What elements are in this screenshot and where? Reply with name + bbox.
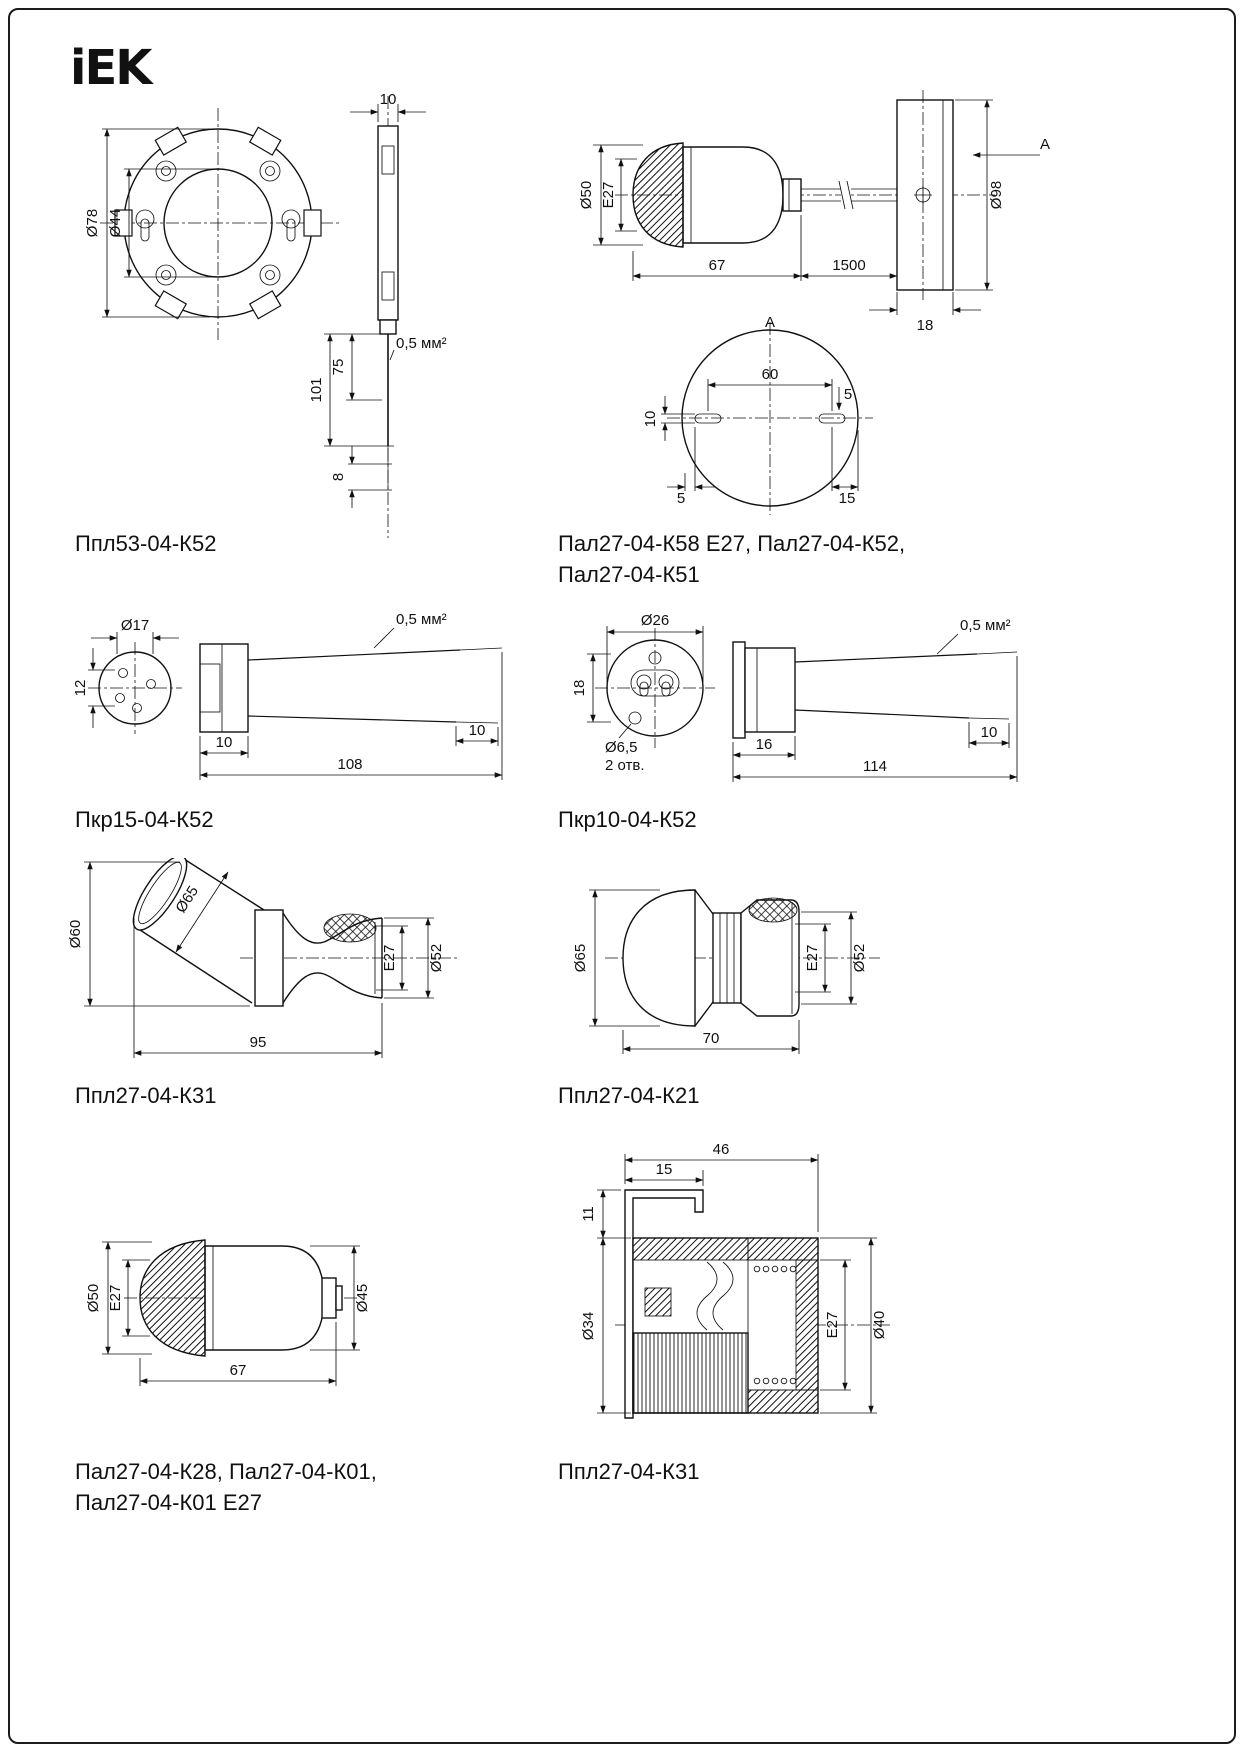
- dim-label: 46: [713, 1141, 730, 1158]
- socket-front-view: Ø26 18 Ø6,5 2 отв.: [571, 612, 715, 774]
- drawing-pal27-04-k28: Ø50 E27 Ø45 67: [85, 1239, 371, 1386]
- dim-label: 60: [762, 366, 779, 383]
- dim-label: Ø78: [84, 209, 101, 237]
- dim-label: 15: [839, 490, 856, 507]
- dim-label: 101: [308, 377, 325, 402]
- socket-front-view: Ø17 12: [72, 617, 182, 734]
- socket-side-view: 10 108 10 0,5 мм²: [199, 611, 503, 780]
- drawing-pal27-04-k58: A Ø50 E27 Ø98 67 1500 18 A 60 5 10 5 15: [578, 90, 1050, 515]
- dim-label: Ø26: [641, 612, 669, 629]
- dim-label: 10: [216, 734, 233, 751]
- dim-label: Ø44: [107, 209, 124, 237]
- dim-label: Ø40: [871, 1311, 888, 1339]
- dim-label: Ø98: [988, 181, 1005, 209]
- caption-line-1: Пал27-04-К58 Е27, Пал27-04-К52,: [558, 531, 906, 556]
- page-border: [8, 8, 1236, 1744]
- dim-label: E27: [804, 945, 821, 972]
- dim-label: 10: [981, 724, 998, 741]
- dim-label: 15: [656, 1161, 673, 1178]
- caption-pkr10-04-k52: Пкр10-04-К52: [558, 807, 697, 832]
- dim-label: 18: [917, 317, 934, 334]
- wire-spec-label: 0,5 мм²: [396, 335, 447, 352]
- dim-label: E27: [107, 1285, 124, 1312]
- caption-ppl53-04-k52: Ппл53-04-К52: [75, 531, 217, 556]
- dim-label: 18: [571, 680, 588, 697]
- dim-label: E27: [381, 945, 398, 972]
- dim-label: 1500: [832, 257, 865, 274]
- lampholder-side-view: Ø50 E27 Ø45 67: [85, 1239, 371, 1386]
- dim-label: 5: [844, 386, 852, 403]
- iek-logo: iEK: [70, 40, 152, 96]
- caption-ppl27-04-k31-section: Ппл27-04-К31: [558, 1459, 700, 1484]
- wire-spec-label: 0,5 мм²: [396, 611, 447, 628]
- drawing-pkr10-04-k52: Ø26 18 Ø6,5 2 отв. 16 114 10 0,5 мм²: [571, 612, 1018, 782]
- drawing-ppl27-04-k21: Ø65 E27 Ø52 70: [572, 889, 880, 1054]
- pendant-side-view: A Ø50 E27 Ø98 67 1500 18: [578, 90, 1050, 334]
- dim-label: Ø50: [85, 1284, 102, 1312]
- caption-ppl27-04-k21: Ппл27-04-К21: [558, 1083, 700, 1108]
- dim-label: 67: [709, 257, 726, 274]
- dim-label: 11: [580, 1206, 597, 1222]
- section-view: 46 15 11 Ø34 E27 Ø40: [580, 1141, 890, 1419]
- caption-pal27-04-k58: Пал27-04-К58 Е27, Пал27-04-К52, Пал27-04…: [558, 528, 905, 590]
- dim-label: 16: [756, 736, 773, 753]
- flange-front-view: Ø78 Ø44: [84, 108, 340, 340]
- dim-label: 10: [469, 722, 486, 739]
- dim-label: Ø52: [428, 944, 445, 972]
- keyhole-slots: [135, 209, 301, 242]
- hole-dim-label: Ø6,5: [605, 739, 638, 756]
- dim-label: 8: [330, 473, 347, 481]
- dim-label: 5: [677, 490, 685, 507]
- dim-label: Ø60: [67, 920, 84, 948]
- wire-spec-label: 0,5 мм²: [960, 617, 1011, 634]
- dim-label: Ø17: [121, 617, 149, 634]
- dim-label: 10: [642, 411, 659, 428]
- view-label: A: [1040, 136, 1050, 153]
- hole-count-label: 2 отв.: [605, 757, 645, 774]
- dim-label: E27: [824, 1312, 841, 1339]
- drawing-ppl27-04-k31-section: 46 15 11 Ø34 E27 Ø40: [580, 1141, 890, 1419]
- dim-label: 75: [330, 359, 347, 376]
- dim-label: 70: [703, 1030, 720, 1047]
- drawing-pkr15-04-k52: Ø17 12 10 108 10 0,5 мм²: [72, 611, 503, 780]
- caption-pkr15-04-k52: Пкр15-04-К52: [75, 807, 214, 832]
- mount-holes: [155, 160, 281, 286]
- flange-side-view: 10 75 101 8 0,5 мм²: [308, 91, 447, 538]
- drawing-ppl27-04-k31-angled: Ø60 Ø65 E27 Ø52 95: [67, 858, 460, 1058]
- rim-notches: [114, 126, 322, 320]
- angled-socket-view: Ø60 Ø65 E27 Ø52 95: [67, 858, 460, 1058]
- caption-line-1: Пал27-04-К28, Пал27-04-К01,: [75, 1459, 377, 1484]
- dim-label: 95: [250, 1034, 267, 1051]
- dim-label: 67: [230, 1362, 247, 1379]
- socket-side-view: 16 114 10 0,5 мм²: [732, 617, 1018, 782]
- straight-socket-view: Ø65 E27 Ø52 70: [572, 889, 880, 1054]
- dim-label: Ø50: [578, 181, 595, 209]
- dim-label: 114: [863, 758, 887, 775]
- drawing-ppl53-04-k52: Ø78 Ø44 10 75 101 8 0,5 мм²: [84, 91, 447, 538]
- pendant-view-a: A 60 5 10 5 15: [642, 314, 873, 515]
- dim-label: Ø34: [580, 1312, 597, 1340]
- caption-ppl27-04-k31: Ппл27-04-К31: [75, 1083, 217, 1108]
- dim-label: Ø65: [572, 944, 589, 972]
- caption-line-2: Пал27-04-К51: [558, 562, 700, 587]
- dim-label: 108: [337, 756, 362, 773]
- caption-line-2: Пал27-04-К01 Е27: [75, 1490, 263, 1515]
- dim-label: Ø52: [851, 944, 868, 972]
- dim-label: Ø45: [354, 1284, 371, 1312]
- dim-label: E27: [600, 182, 617, 209]
- dim-label: 10: [380, 91, 397, 108]
- dim-label: 12: [72, 680, 89, 697]
- caption-pal27-04-k28: Пал27-04-К28, Пал27-04-К01, Пал27-04-К01…: [75, 1456, 377, 1518]
